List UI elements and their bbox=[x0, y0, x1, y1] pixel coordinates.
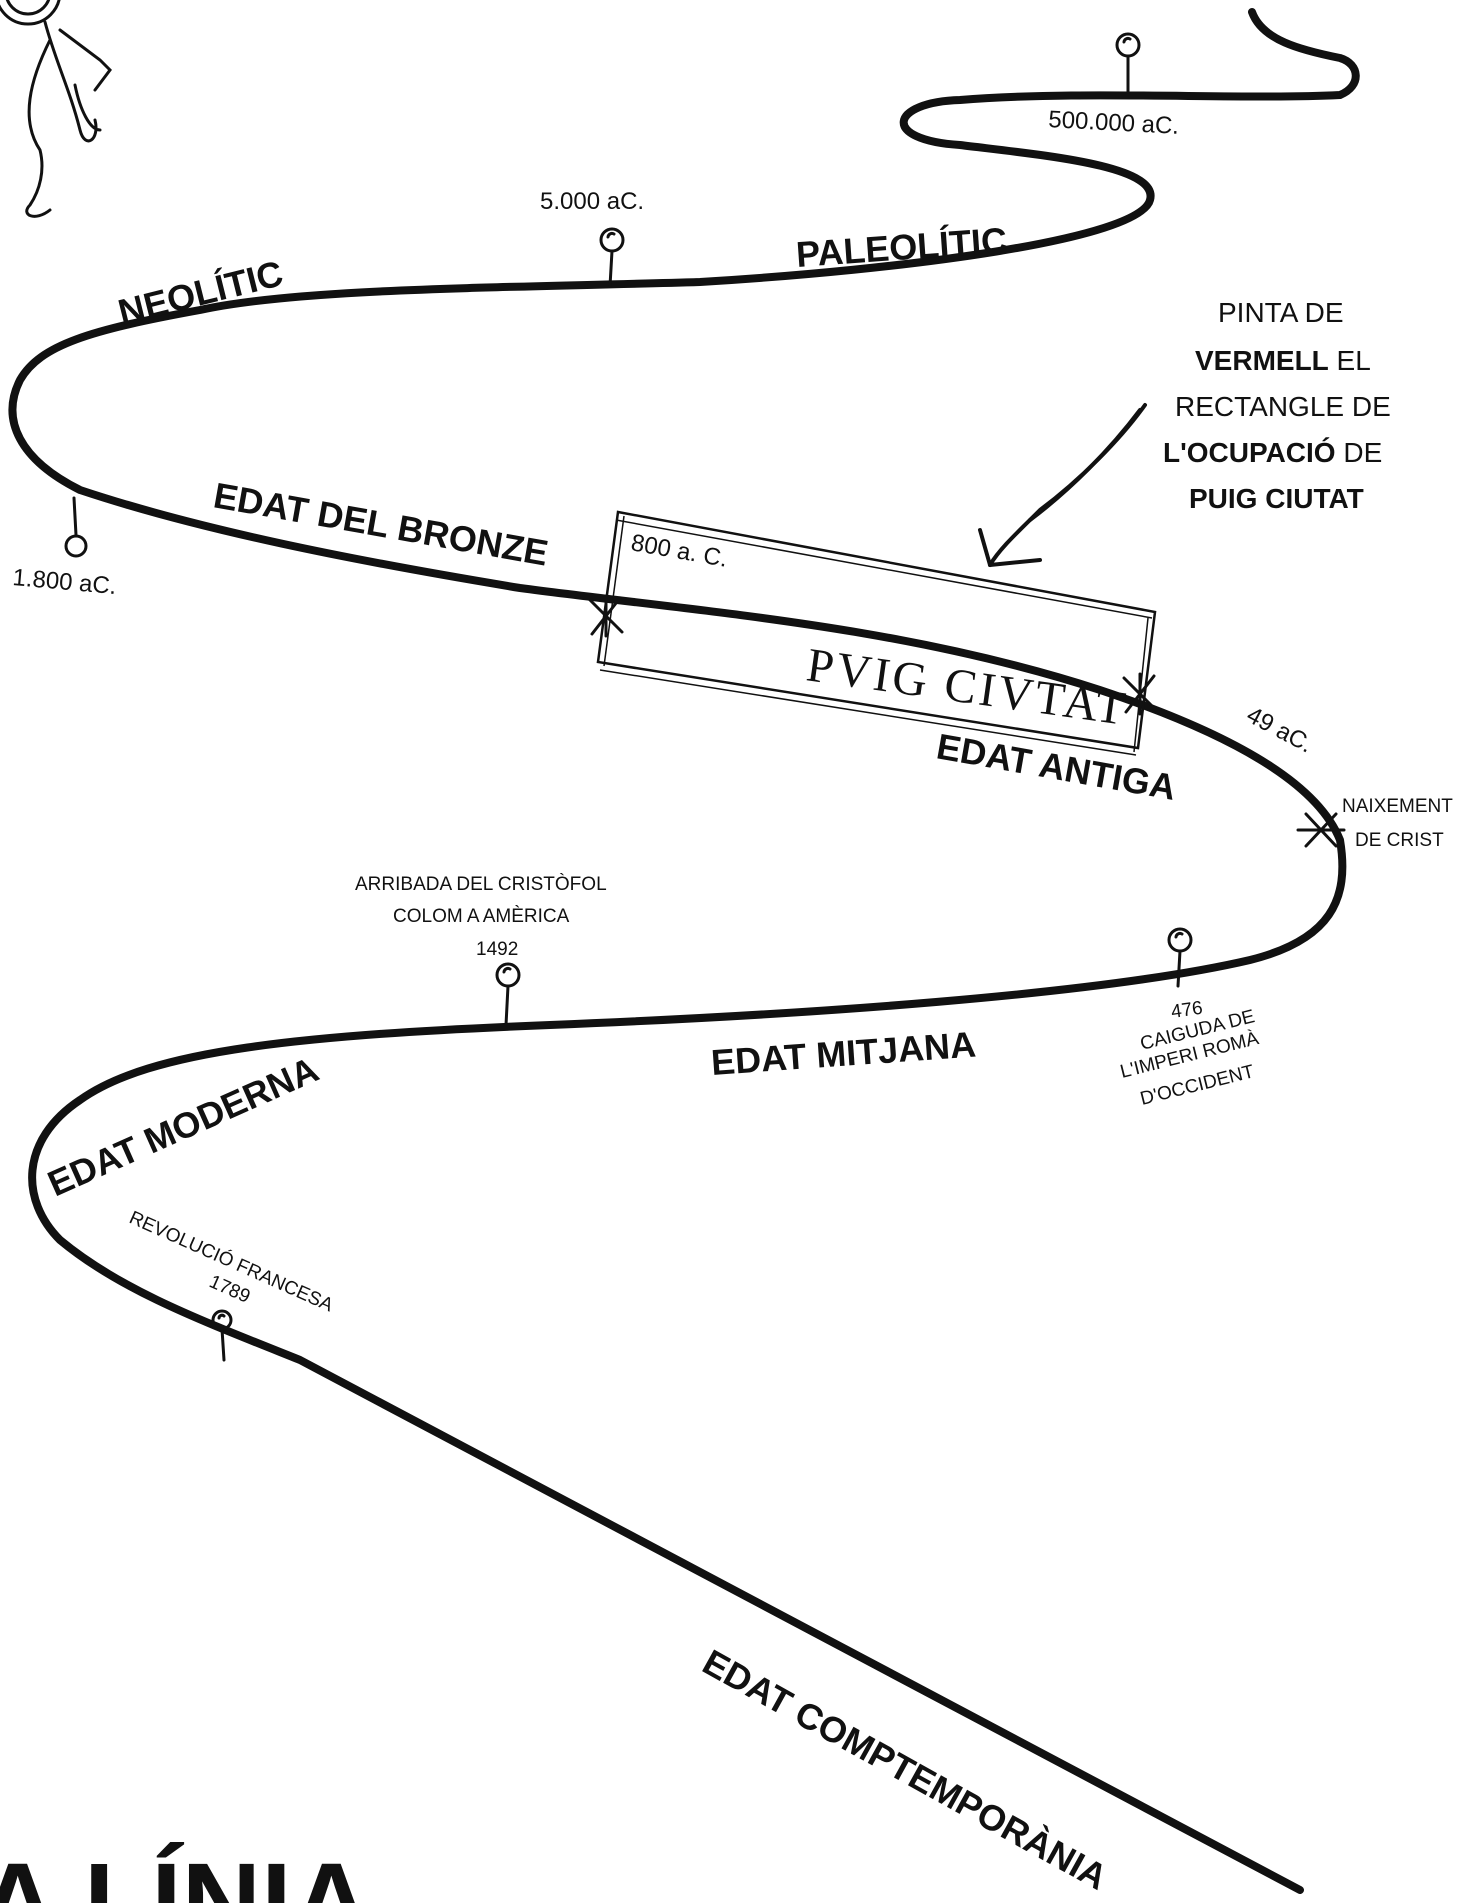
svg-text:RECTANGLE DE: RECTANGLE DE bbox=[1175, 391, 1391, 422]
label-edat-antiga: EDAT ANTIGA bbox=[934, 726, 1179, 808]
date-500000: 500.000 aC. bbox=[1048, 106, 1180, 140]
pin-1789-icon bbox=[211, 1309, 233, 1362]
event-naixement-crist: NAIXEMENT DE CRIST bbox=[1342, 796, 1453, 851]
event-caiguda-roma: 476 CAIGUDA DE L'IMPERI ROMÀ D'OCCIDENT bbox=[1118, 998, 1261, 1110]
pin-500000-icon bbox=[1115, 32, 1141, 94]
timeline-road bbox=[8, 8, 1360, 1894]
date-800: 800 a. C. bbox=[629, 529, 730, 573]
cross-49-icon bbox=[1122, 672, 1158, 716]
date-1800: 1.800 aC. bbox=[11, 564, 117, 600]
label-neolitic: NEOLÍTIC bbox=[114, 252, 287, 332]
svg-text:NAIXEMENT: NAIXEMENT bbox=[1342, 796, 1453, 817]
svg-text:L'OCUPACIÓ DE: L'OCUPACIÓ DE bbox=[1163, 437, 1382, 468]
label-edat-mitjana: EDAT MITJANA bbox=[710, 1024, 978, 1083]
stick-figure-drawing bbox=[0, 0, 112, 218]
pin-markers bbox=[64, 32, 1193, 1362]
svg-text:VERMELL EL: VERMELL EL bbox=[1195, 345, 1371, 376]
cross-crist-icon bbox=[1296, 812, 1346, 848]
cross-800-icon bbox=[588, 594, 624, 638]
bottom-title: A LÍNIA bbox=[0, 1841, 371, 1903]
event-arribada-colom: ARRIBADA DEL CRISTÒFOL COLOM A AMÈRICA 1… bbox=[355, 873, 607, 960]
svg-text:476: 476 bbox=[1170, 998, 1204, 1023]
cross-markers bbox=[588, 594, 1346, 848]
svg-text:PINTA DE: PINTA DE bbox=[1218, 297, 1344, 328]
svg-text:PUIG CIUTAT: PUIG CIUTAT bbox=[1189, 483, 1364, 514]
label-edat-bronze: EDAT DEL BRONZE bbox=[211, 475, 552, 574]
pin-1492-icon bbox=[495, 962, 521, 1027]
pin-5000-icon bbox=[599, 227, 625, 288]
date-5000: 5.000 aC. bbox=[540, 188, 644, 215]
svg-text:ARRIBADA DEL CRISTÒFOL: ARRIBADA DEL CRISTÒFOL bbox=[355, 873, 607, 895]
svg-text:COLOM A AMÈRICA: COLOM A AMÈRICA bbox=[393, 906, 570, 927]
date-49: 49 aC. bbox=[1242, 701, 1317, 758]
arrow-icon bbox=[978, 403, 1147, 567]
svg-text:DE CRIST: DE CRIST bbox=[1355, 830, 1444, 851]
svg-text:1492: 1492 bbox=[476, 939, 518, 960]
label-edat-moderna: EDAT MODERNA bbox=[42, 1048, 325, 1204]
pin-476-icon bbox=[1167, 927, 1193, 988]
label-paleolitic: PALEOLÍTIC bbox=[795, 219, 1009, 275]
instruction-text: PINTA DE VERMELL EL RECTANGLE DE L'OCUPA… bbox=[1163, 297, 1391, 514]
pin-1800-icon bbox=[64, 496, 88, 558]
